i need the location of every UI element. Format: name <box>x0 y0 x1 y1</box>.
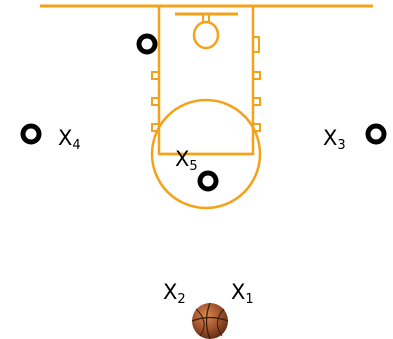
ring-marker-icon[interactable] <box>20 123 42 145</box>
player-label-x1: X1 <box>231 280 254 307</box>
player-letter: X <box>163 280 178 304</box>
lane-hash-marks-right <box>252 36 261 132</box>
ring-marker-icon[interactable] <box>365 123 387 145</box>
player-number: 2 <box>177 292 186 307</box>
player-letter: X <box>175 147 190 171</box>
player-label-x4: X4 <box>58 126 81 153</box>
ring-marker-icon[interactable] <box>136 33 158 55</box>
player-label-x2: X2 <box>163 280 186 307</box>
ring-marker-icon[interactable] <box>197 170 219 192</box>
free-throw-circle <box>150 98 262 210</box>
player-number: 1 <box>245 292 254 307</box>
player-number: 4 <box>72 138 81 153</box>
basketball-icon[interactable] <box>191 302 229 339</box>
player-label-x3: X3 <box>323 126 346 153</box>
rim <box>192 20 220 50</box>
player-letter: X <box>231 280 246 304</box>
player-number: 3 <box>337 138 346 153</box>
player-label-x5: X5 <box>175 147 198 174</box>
player-letter: X <box>323 126 338 150</box>
free-throw-lane <box>157 4 255 156</box>
player-number: 5 <box>189 159 198 174</box>
player-letter: X <box>58 126 73 150</box>
